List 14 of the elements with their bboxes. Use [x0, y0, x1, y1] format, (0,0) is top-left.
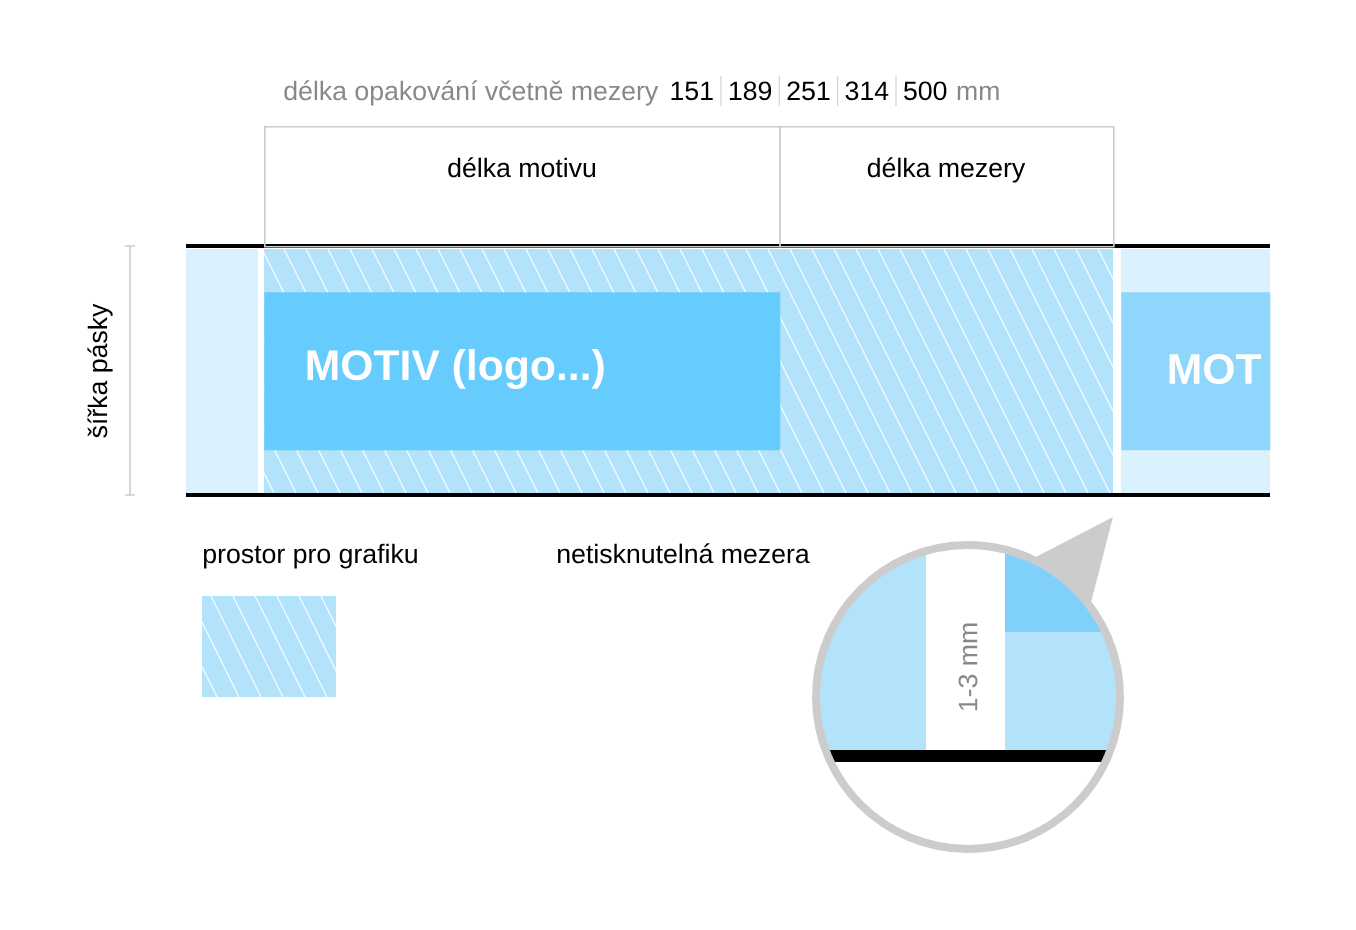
repeat-length-value: 314 — [845, 81, 889, 101]
column-header: délka motivu — [264, 126, 781, 248]
motif-block: MOTIV (logo...) — [264, 292, 781, 451]
magnifier-drawing: 1-3 mm — [812, 517, 1124, 853]
legend-text: netisknutelná mezera — [558, 543, 810, 564]
repeat-length-value: 251 — [787, 81, 830, 101]
motif-block: MOT — [1121, 292, 1271, 451]
dimension-label: šířka pásky — [87, 303, 113, 438]
repeat-length-value: 189 — [729, 81, 772, 101]
repeat-length-value: 500 — [904, 81, 947, 101]
unit-text: mm — [957, 85, 999, 100]
repeat-length-value: 151 — [671, 81, 713, 101]
legend-text: prostor pro grafiku — [204, 543, 417, 569]
column-header: délka mezery — [779, 126, 1115, 248]
